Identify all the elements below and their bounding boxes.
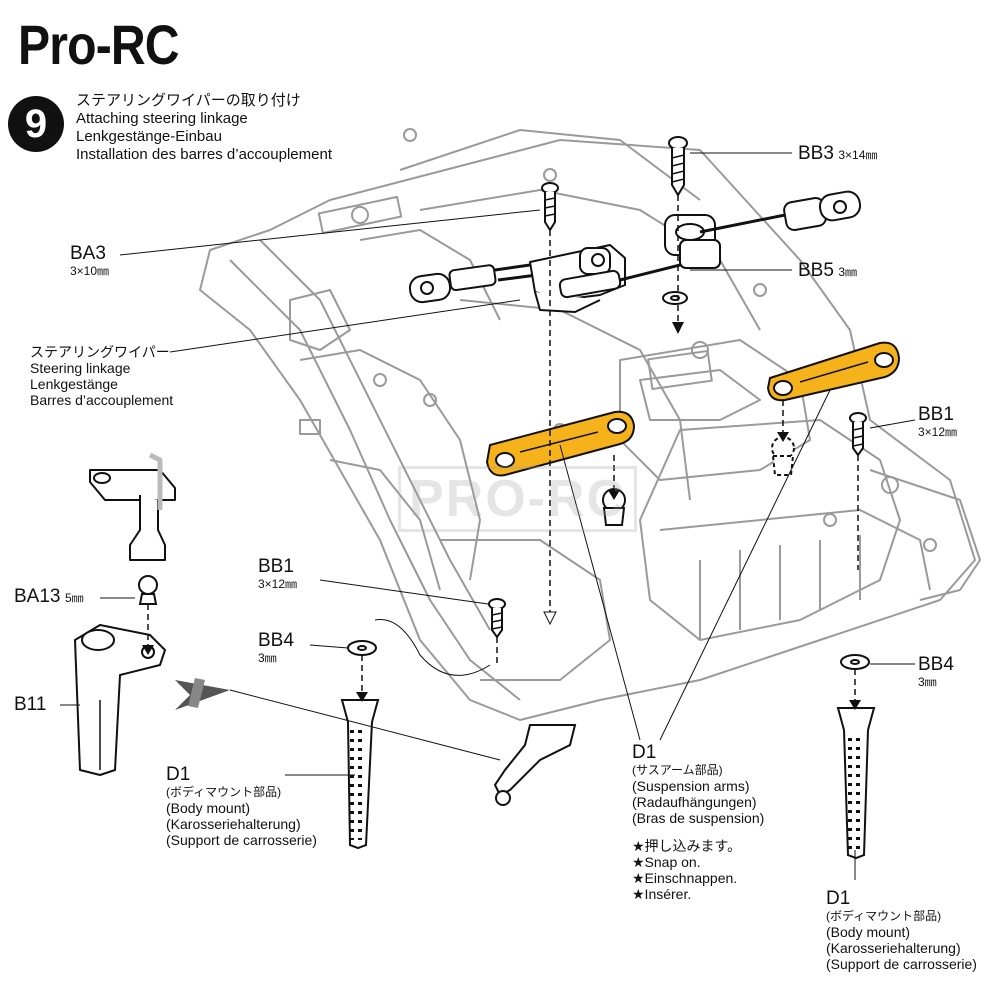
note-snap-ja: ★押し込みます。: [632, 838, 742, 854]
label-d1-arms-de: (Radaufhängungen): [632, 793, 757, 810]
tool-and-b11-drawing: [74, 452, 176, 776]
label-d1-left-en: (Body mount): [166, 799, 251, 816]
step-title-en: Attaching steering linkage: [76, 110, 248, 127]
label-d1-left-code: D1: [166, 764, 191, 785]
step-title-ja: ステアリングワイパーの取り付け: [76, 92, 301, 109]
label-d1-right-en: (Body mount): [826, 923, 911, 940]
label-d1-left-ja: (ボディマウント部品): [166, 784, 282, 799]
suspension-arms-highlight: [486, 341, 900, 477]
body-mounts-drawing: [340, 699, 876, 860]
label-d1-right-ja: (ボディマウント部品): [826, 908, 942, 923]
label-ba3-size: 3×10㎜: [70, 263, 110, 278]
label-bb3-code: BB3: [798, 143, 834, 164]
label-bb1-right: BB1 3×12㎜: [918, 404, 957, 440]
label-linkage-en: Steering linkage: [30, 360, 131, 377]
step-title-de: Lenkgestänge-Einbau: [76, 128, 222, 145]
brand-logo-text: Pro-RC: [18, 13, 180, 76]
label-d1-right-code: D1: [826, 888, 851, 909]
label-linkage-fr: Barres d’accouplement: [30, 392, 174, 409]
note-snap-de: ★Einschnappen.: [632, 870, 738, 887]
label-bb5: BB5 3㎜: [798, 260, 857, 282]
label-d1-arms-ja: (サスアーム部品): [632, 762, 723, 777]
label-d1-body-mount-left: D1 (ボディマウント部品) (Body mount) (Karosserieh…: [166, 764, 317, 848]
step-number-badge: 9: [8, 96, 64, 152]
step-title-fr: Installation des barres d’accouplement: [76, 146, 332, 163]
note-snap-fr: ★Insérer.: [632, 886, 692, 903]
label-bb4-right-code: BB4: [918, 654, 954, 675]
hardware-drawings: [138, 136, 870, 670]
step-title: ステアリングワイパーの取り付け Attaching steering linka…: [76, 92, 332, 164]
chassis-outline: [199, 128, 981, 721]
label-bb4-left-size: 3㎜: [258, 650, 277, 665]
label-bb1-right-code: BB1: [918, 404, 954, 425]
leader-lines: [60, 152, 916, 880]
label-bb4-right-size: 3㎜: [918, 674, 937, 689]
label-d1-arms-en: (Suspension arms): [632, 777, 750, 794]
label-bb3-size: 3×14㎜: [838, 148, 878, 162]
label-d1-arms-code: D1: [632, 742, 657, 763]
label-ba13: BA13 5㎜: [14, 586, 84, 608]
watermark-text: PRO-RC: [398, 466, 638, 532]
note-snap-on: ★押し込みます。 ★Snap on. ★Einschnappen. ★Insér…: [632, 838, 741, 902]
label-bb5-size: 3㎜: [838, 265, 858, 279]
label-d1-arms-fr: (Bras de suspension): [632, 809, 765, 826]
label-d1-right-fr: (Support de carrosserie): [826, 955, 977, 972]
note-snap-en: ★Snap on.: [632, 854, 701, 871]
label-bb4-left-code: BB4: [258, 630, 294, 651]
label-bb3: BB3 3×14㎜: [798, 143, 877, 165]
label-d1-left-de: (Karosseriehalterung): [166, 815, 301, 832]
steering-linkage-drawing: [408, 190, 862, 313]
label-ba3: BA3 3×10㎜: [70, 243, 109, 279]
arrowheads: [142, 322, 861, 710]
label-bb1-right-size: 3×12㎜: [918, 424, 958, 439]
label-ba3-code: BA3: [70, 243, 106, 264]
label-ba13-code: BA13: [14, 586, 61, 607]
label-bb5-code: BB5: [798, 260, 834, 281]
label-ba13-size: 5㎜: [64, 591, 84, 605]
label-bb1-left: BB1 3×12㎜: [258, 556, 297, 592]
label-bb1-left-size: 3×12㎜: [258, 576, 298, 591]
label-d1-right-de: (Karosseriehalterung): [826, 939, 961, 956]
label-d1-suspension-arms: D1 (サスアーム部品) (Suspension arms) (Radaufhä…: [632, 742, 764, 826]
label-bb4-left: BB4 3㎜: [258, 630, 294, 666]
label-d1-left-fr: (Support de carrosserie): [166, 831, 317, 848]
label-bb1-left-code: BB1: [258, 556, 294, 577]
label-steering-linkage: ステアリングワイパー Steering linkage Lenkgestänge…: [30, 344, 173, 408]
label-linkage-ja: ステアリングワイパー: [30, 344, 170, 360]
label-linkage-de: Lenkgestänge: [30, 376, 118, 393]
direction-arrow: [175, 678, 230, 710]
label-b11: B11: [14, 694, 47, 715]
label-d1-body-mount-right: D1 (ボディマウント部品) (Body mount) (Karosserieh…: [826, 888, 977, 972]
label-bb4-right: BB4 3㎜: [918, 654, 954, 690]
